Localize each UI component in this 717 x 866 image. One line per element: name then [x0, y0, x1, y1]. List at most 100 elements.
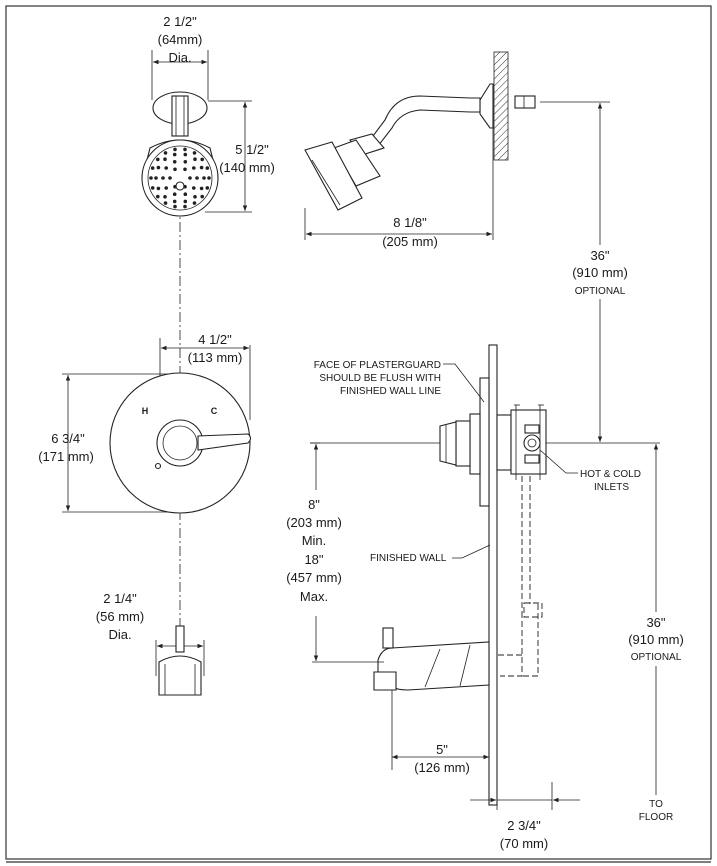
arm-reach-mm: (205 mm)	[382, 234, 438, 249]
inlets-note-2: INLETS	[594, 482, 629, 493]
nozzle-dot	[164, 166, 168, 170]
spout-dia-in: 2 1/4"	[103, 591, 137, 606]
nozzle-dot	[156, 194, 160, 199]
nozzle-dot	[172, 160, 177, 164]
showerhead-nozzles	[149, 147, 211, 209]
showerhead-side-view	[304, 51, 536, 240]
nozzle-dot	[163, 157, 167, 161]
spout-min-in: 8"	[308, 497, 320, 512]
nozzle-dot	[192, 166, 196, 170]
tub-spout-front-view	[155, 625, 205, 696]
nozzle-dot	[173, 204, 177, 209]
nozzle-dot	[168, 176, 172, 180]
nozzle-dot	[183, 199, 188, 204]
spout-min-mm: (203 mm)	[286, 515, 342, 530]
valve-height-note: OPTIONAL	[631, 652, 682, 663]
nozzle-dot	[192, 186, 196, 190]
nozzle-dot	[173, 167, 177, 172]
spout-dia-note: Dia.	[108, 627, 131, 642]
nozzle-dot	[192, 201, 197, 205]
nozzle-dot	[205, 186, 210, 190]
arm-reach-in: 8 1/8"	[393, 215, 427, 230]
plasterguard-note-1: FACE OF PLASTERGUARD	[314, 360, 441, 371]
spout-min-note: Min.	[302, 533, 327, 548]
showerhead-height-in: 5 1/2"	[235, 142, 269, 157]
valve-height-mm: (171 mm)	[38, 449, 94, 464]
nozzle-dot	[183, 152, 188, 157]
nozzle-dot	[163, 201, 168, 205]
nozzle-dot	[156, 157, 160, 162]
spout-max-mm: (457 mm)	[286, 570, 342, 585]
valve-side-view	[439, 344, 547, 806]
nozzle-dot	[195, 176, 199, 180]
valve-hot-label: H	[142, 406, 149, 416]
spout-reach-mm: (126 mm)	[414, 760, 470, 775]
nozzle-dot	[173, 147, 177, 152]
valve-width-mm: (113 mm)	[188, 350, 243, 365]
shower-height-note: OPTIONAL	[575, 286, 626, 297]
nozzle-dot	[156, 165, 161, 170]
wall-depth-mm: (70 mm)	[500, 836, 548, 851]
inlets-note-1: HOT & COLD	[580, 469, 641, 480]
plasterguard-note-2: SHOULD BE FLUSH WITH	[319, 373, 441, 384]
valve-height-in: 36"	[646, 615, 665, 630]
showerhead-dia-mm: (64mm)	[158, 32, 203, 47]
nozzle-dot	[188, 176, 192, 180]
nozzle-dot	[183, 192, 188, 196]
showerhead-dia-in: 2 1/2"	[163, 14, 197, 29]
nozzle-dot	[163, 195, 167, 199]
nozzle-dot	[183, 160, 188, 164]
spout-dia-mm: (56 mm)	[96, 609, 144, 624]
shower-height-mm: (910 mm)	[572, 265, 628, 280]
finished-wall-note: FINISHED WALL	[370, 553, 447, 564]
valve-width-in: 4 1/2"	[198, 332, 232, 347]
nozzle-dot	[161, 176, 165, 180]
nozzle-dot	[156, 186, 161, 191]
floor-note-1: TO	[649, 799, 663, 810]
plasterguard-note-3: FINISHED WALL LINE	[340, 386, 441, 397]
nozzle-dot	[200, 194, 204, 199]
shower-height-in: 36"	[590, 248, 609, 263]
valve-trim-front-view	[62, 338, 252, 514]
showerhead-dia-note: Dia.	[168, 50, 191, 65]
valve-cold-label: C	[211, 406, 218, 416]
floor-note-2: FLOOR	[639, 812, 673, 823]
nozzle-dot	[202, 176, 206, 180]
showerhead-front-view	[141, 50, 252, 217]
nozzle-dot	[164, 186, 168, 190]
nozzle-dot	[172, 152, 177, 157]
nozzle-dot	[199, 186, 204, 191]
inlets-leader	[539, 449, 578, 474]
finished-wall-leader	[452, 544, 491, 559]
spout-max-note: Max.	[300, 589, 328, 604]
nozzle-dot	[183, 204, 187, 209]
nozzle-dot	[154, 176, 158, 180]
nozzle-dot	[150, 186, 155, 190]
spout-max-in: 18"	[304, 552, 323, 567]
nozzle-dot	[193, 195, 197, 199]
nozzle-dot	[149, 176, 153, 180]
nozzle-dot	[199, 165, 204, 170]
nozzle-dot	[207, 176, 211, 180]
nozzle-dot	[192, 151, 197, 155]
drawing-frame	[5, 5, 712, 860]
nozzle-dot	[200, 157, 204, 162]
showerhead-height-mm: (140 mm)	[219, 160, 275, 175]
plasterguard-leader	[443, 363, 485, 403]
tub-spout-side-view	[373, 627, 490, 691]
nozzle-dot	[183, 147, 187, 152]
finished-wall-line	[488, 344, 498, 806]
nozzle-dot	[205, 166, 210, 170]
nozzle-dot	[172, 199, 177, 204]
nozzle-dot	[193, 157, 197, 161]
wall-depth-in: 2 3/4"	[507, 818, 541, 833]
valve-height-mm: (910 mm)	[628, 632, 684, 647]
nozzle-dot	[150, 166, 155, 170]
wall-hatch	[493, 51, 509, 161]
nozzle-dot	[163, 151, 168, 155]
nozzle-dot	[172, 192, 177, 196]
spout-reach-in: 5"	[436, 742, 448, 757]
valve-height-in: 6 3/4"	[51, 431, 85, 446]
nozzle-dot	[183, 167, 187, 172]
